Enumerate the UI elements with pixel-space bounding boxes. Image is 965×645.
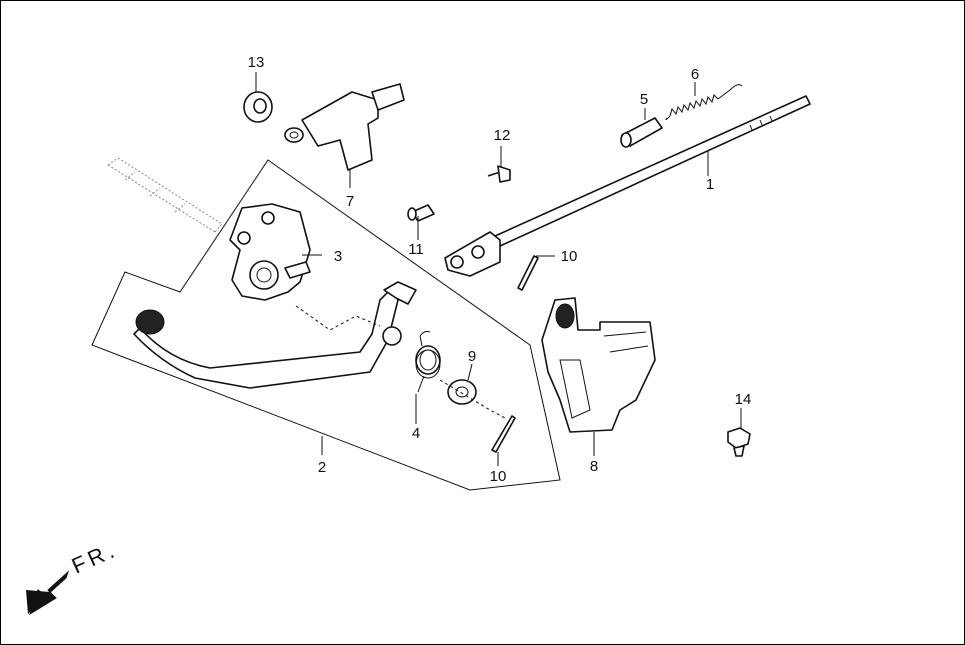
part-pedal-guard	[541, 297, 656, 433]
part-washer	[447, 379, 477, 405]
callout-10a: 10	[561, 248, 578, 265]
part-torsion-spring	[415, 331, 441, 393]
callout-10b: 10	[490, 468, 507, 485]
leader-lines	[255, 72, 742, 466]
callout-6: 6	[691, 66, 699, 83]
part-collar	[620, 117, 663, 148]
callout-11: 11	[408, 241, 424, 258]
part-clevis-pin	[407, 204, 435, 222]
part-bolt-12	[487, 165, 511, 183]
part-flange-bolt	[727, 427, 751, 457]
part-pivot-bracket	[229, 203, 311, 301]
callout-12: 12	[494, 127, 511, 144]
callout-8: 8	[590, 458, 598, 475]
part-cotter-pin-lower	[491, 415, 516, 453]
callout-2: 2	[318, 459, 326, 476]
part-brake-pedal	[133, 281, 417, 389]
assembly-outline	[91, 159, 561, 491]
part-return-spring	[665, 84, 743, 121]
phantom-shaft	[107, 157, 223, 233]
callout-7: 7	[346, 193, 354, 210]
direction-label: FR.	[68, 536, 122, 578]
callout-9: 9	[468, 348, 476, 365]
callout-5: 5	[640, 91, 648, 108]
callout-13: 13	[248, 54, 265, 71]
part-cotter-pin-upper	[517, 255, 539, 291]
callout-4: 4	[412, 425, 420, 442]
front-direction-arrow	[26, 570, 70, 616]
part-brake-rod	[444, 95, 811, 277]
part-grommet	[243, 91, 273, 123]
part-brake-switch	[284, 83, 405, 171]
alignment-line-washer	[439, 379, 506, 419]
callout-3: 3	[334, 248, 342, 265]
alignment-line-pedal	[295, 305, 381, 331]
callout-14: 14	[735, 391, 752, 408]
callout-1: 1	[706, 176, 714, 193]
